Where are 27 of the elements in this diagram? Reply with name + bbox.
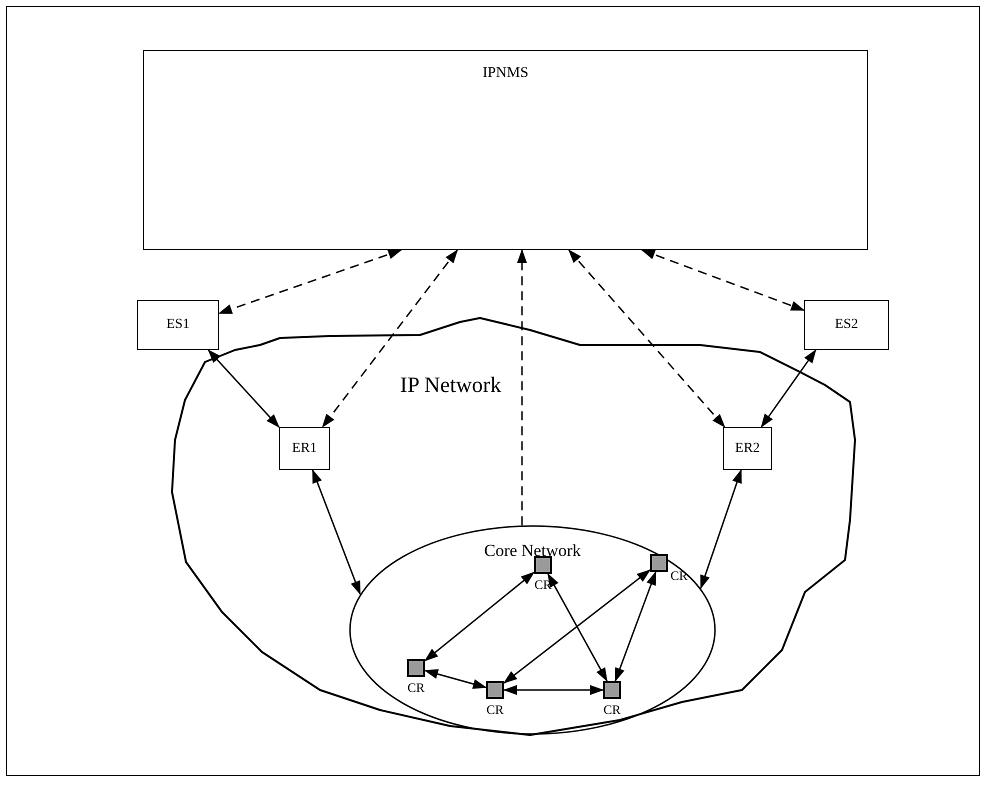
arrow	[312, 469, 361, 596]
arrow	[208, 349, 280, 428]
router-label: CR	[602, 702, 622, 718]
dashed-arrow	[640, 249, 805, 311]
arrow	[547, 573, 608, 682]
group-title: IP Network	[400, 372, 502, 398]
dashed-arrow	[322, 249, 458, 428]
server-box: ES2	[804, 300, 889, 350]
router-box: ER1	[279, 427, 330, 470]
arrow	[760, 349, 816, 428]
arrow	[424, 572, 535, 662]
router-label: CR	[406, 680, 426, 696]
arrow	[700, 469, 742, 590]
system-box: IPNMS	[143, 50, 868, 250]
arrow	[503, 685, 604, 695]
router-label: CR	[485, 702, 505, 718]
group-title: Core Network	[483, 541, 582, 561]
arrow	[614, 571, 656, 682]
dashed-arrow	[218, 249, 402, 314]
server-box: ES1	[137, 300, 219, 350]
dashed-arrow	[568, 249, 726, 428]
router-label: CR	[533, 577, 553, 593]
arrow	[503, 569, 651, 684]
core-network-ellipse	[349, 525, 716, 735]
router-box: ER2	[723, 427, 772, 470]
dashed-arrow	[517, 249, 527, 526]
arrow	[424, 669, 487, 689]
